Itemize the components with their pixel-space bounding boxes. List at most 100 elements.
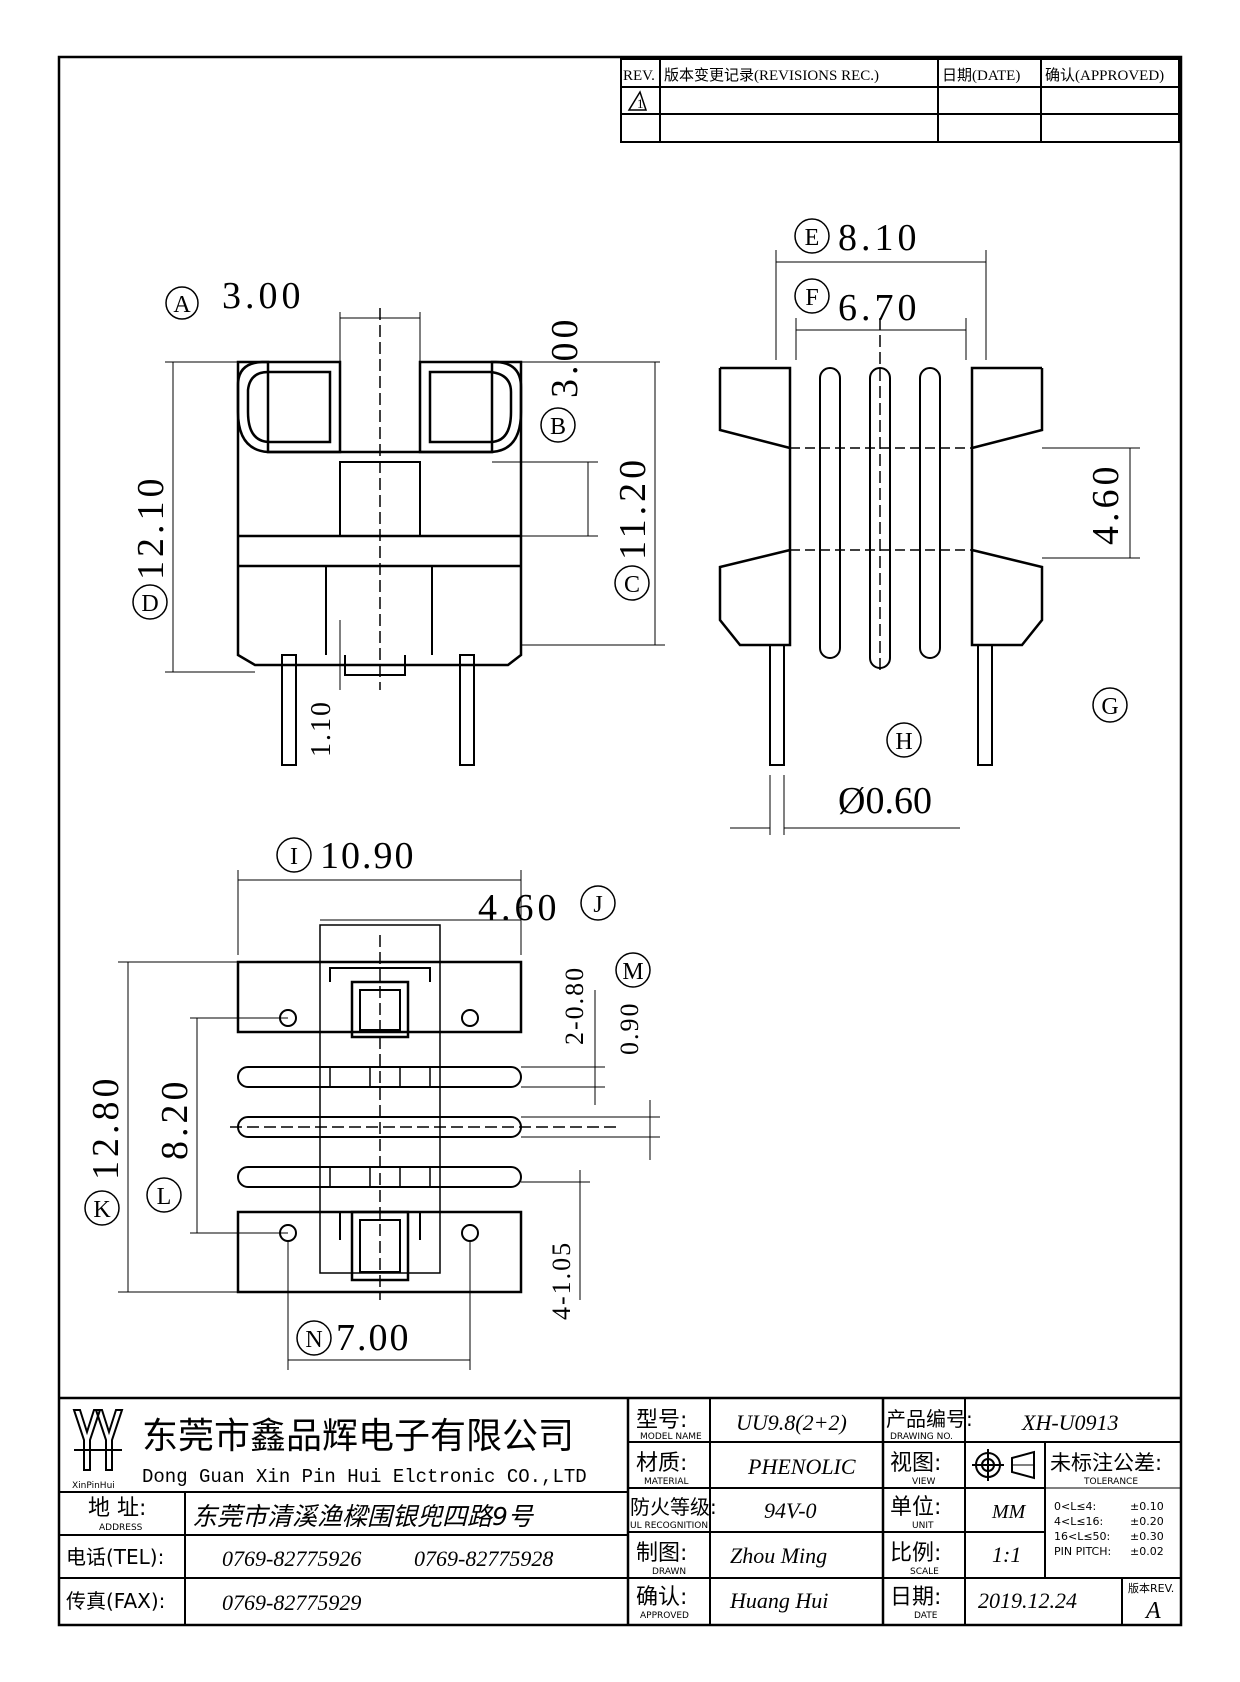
- svg-text:I: I: [290, 844, 298, 870]
- dim-h-value: Ø0.60: [838, 780, 932, 822]
- address-label-en: ADDRESS: [99, 1523, 143, 1533]
- fire-label: 防火等级:: [630, 1495, 717, 1519]
- fax-label: 传真(FAX):: [66, 1589, 165, 1613]
- tel-value-2: 0769-82775928: [414, 1546, 553, 1571]
- unit-label-en: UNIT: [912, 1521, 934, 1531]
- tolerance-range-1: 0<L≤4:: [1054, 1500, 1096, 1513]
- dim-e-marker: E: [794, 218, 830, 254]
- drawn-value: Zhou Ming: [730, 1543, 827, 1568]
- unit-label: 单位:: [890, 1495, 941, 1520]
- svg-text:J: J: [593, 892, 602, 918]
- title-block: [59, 1396, 1181, 1625]
- dim-d-value: 12.10: [130, 475, 172, 581]
- company-logo: [72, 1409, 124, 1471]
- tolerance-value-2: ±0.20: [1130, 1515, 1164, 1528]
- tolerance-value-4: ±0.02: [1130, 1545, 1164, 1558]
- fax-value: 0769-82775929: [222, 1590, 361, 1615]
- model-value: UU9.8(2+2): [736, 1410, 847, 1435]
- company-name-cn: 东莞市鑫品辉电子有限公司: [142, 1416, 574, 1457]
- dim-d-marker: D: [132, 584, 168, 620]
- dim-e-value: 8.10: [838, 217, 921, 259]
- front-view: [165, 308, 665, 766]
- material-value: PHENOLIC: [747, 1454, 856, 1479]
- fire-label-en: UL RECOGNITION: [630, 1521, 708, 1531]
- dim-n-marker: N: [296, 1320, 332, 1356]
- dim-hole-value: 4-1.05: [547, 1241, 576, 1320]
- date-header: 日期(DATE): [942, 67, 1020, 84]
- dim-g-marker: G: [1092, 687, 1128, 723]
- date-label-en: DATE: [914, 1611, 938, 1621]
- dim-a-marker: A: [165, 286, 199, 320]
- dim-l-value: 8.20: [154, 1078, 196, 1161]
- dim-i-marker: I: [276, 837, 312, 873]
- dim-side-height-value: 4.60: [1085, 463, 1127, 546]
- logo-text: XinPinHui: [72, 1481, 115, 1491]
- tolerance-label: 未标注公差:: [1050, 1451, 1162, 1475]
- svg-text:H: H: [895, 729, 912, 755]
- dim-b-value: 3.00: [544, 316, 586, 399]
- tolerance-range-4: PIN PITCH:: [1054, 1545, 1111, 1558]
- scale-value: 1:1: [992, 1542, 1021, 1567]
- side-view: [718, 250, 1140, 835]
- svg-text:G: G: [1101, 694, 1118, 720]
- dim-m-width-value: 0.90: [615, 1002, 644, 1056]
- company-name-en: Dong Guan Xin Pin Hui Elctronic CO.,LTD: [142, 1466, 587, 1488]
- dim-a-value: 3.00: [222, 275, 305, 317]
- tel-label: 电话(TEL):: [66, 1545, 164, 1569]
- approved-header: 确认(APPROVED): [1045, 67, 1164, 84]
- rev-header: REV.: [623, 68, 655, 84]
- dim-pin-length-value: 1.10: [306, 700, 337, 757]
- tolerance-range-3: 16<L≤50:: [1054, 1530, 1110, 1543]
- dim-k-marker: K: [84, 1190, 120, 1226]
- material-label: 材质:: [636, 1451, 687, 1476]
- version-value: A: [1144, 1598, 1161, 1624]
- approved-value: Huang Hui: [729, 1588, 828, 1613]
- dim-k-value: 12.80: [85, 1075, 127, 1181]
- tolerance-value-3: ±0.30: [1130, 1530, 1164, 1543]
- svg-text:A: A: [173, 292, 191, 318]
- tolerance-range-2: 4<L≤16:: [1054, 1515, 1103, 1528]
- dim-m-pitch-value: 2-0.80: [560, 966, 589, 1045]
- svg-text:D: D: [141, 591, 158, 617]
- view-label: 视图:: [890, 1451, 941, 1476]
- tolerance-label-en: TOLERANCE: [1083, 1477, 1138, 1487]
- address-label: 地 址:: [88, 1496, 146, 1521]
- fire-value: 94V-0: [764, 1498, 817, 1523]
- dim-b-marker: B: [540, 407, 576, 443]
- address-value: 东莞市清溪渔樑围银兜四路9号: [192, 1502, 535, 1531]
- dim-f-marker: F: [794, 278, 830, 314]
- date-label: 日期:: [890, 1585, 941, 1610]
- version-label: 版本REV.: [1128, 1581, 1174, 1595]
- dim-m-marker: M: [615, 952, 651, 988]
- projection-icon: [972, 1449, 1035, 1481]
- drawing-frame: [57, 55, 1183, 1627]
- model-label-en: MODEL NAME: [640, 1432, 702, 1442]
- dim-n-value: 7.00: [336, 1317, 411, 1359]
- scale-label-en: SCALE: [910, 1567, 939, 1577]
- model-label: 型号:: [636, 1408, 687, 1433]
- bottom-view: [118, 870, 660, 1370]
- svg-text:B: B: [550, 414, 566, 440]
- dim-j-marker: J: [580, 885, 616, 921]
- records-header: 版本变更记录(REVISIONS REC.): [664, 67, 879, 84]
- tolerance-value-1: ±0.10: [1130, 1500, 1164, 1513]
- approved-label-en: APPROVED: [640, 1611, 689, 1621]
- dim-c-marker: C: [614, 565, 650, 601]
- view-label-en: VIEW: [912, 1477, 935, 1487]
- approved-label: 确认:: [636, 1585, 687, 1610]
- revision-mark: 1: [637, 96, 644, 111]
- drawing-no-value: XH-U0913: [1021, 1410, 1119, 1435]
- drawing-no-label-en: DRAWING NO.: [890, 1432, 953, 1442]
- drawn-label-en: DRAWN: [652, 1567, 686, 1577]
- svg-text:F: F: [805, 285, 818, 311]
- svg-text:N: N: [305, 1327, 322, 1353]
- unit-value: MM: [991, 1501, 1027, 1523]
- drawn-label: 制图:: [636, 1541, 687, 1566]
- dim-i-value: 10.90: [320, 835, 416, 877]
- dim-h-marker: H: [886, 722, 922, 758]
- tel-value-1: 0769-82775926: [222, 1546, 361, 1571]
- dim-l-marker: L: [146, 1177, 182, 1213]
- drawing-no-label: 产品编号:: [886, 1407, 973, 1431]
- dim-c-value: 11.20: [612, 456, 654, 560]
